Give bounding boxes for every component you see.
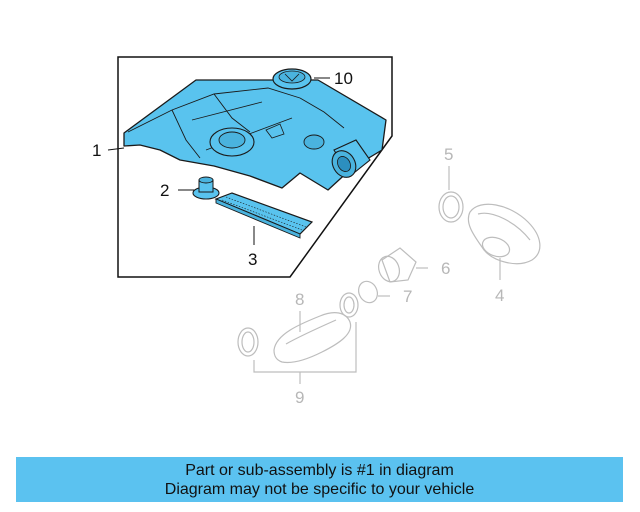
callout-2: 2 — [160, 181, 169, 200]
banner-line-2: Diagram may not be specific to your vehi… — [164, 481, 475, 498]
banner-line-1: Part or sub-assembly is #1 in diagram — [185, 462, 454, 479]
callout-3: 3 — [248, 250, 257, 269]
engine-cover[interactable] — [123, 79, 387, 191]
callout-1: 1 — [92, 141, 101, 160]
ghost-parts — [237, 166, 541, 384]
assembly-frame — [117, 56, 393, 278]
grommet[interactable] — [192, 176, 220, 200]
callout-10: 10 — [334, 69, 353, 88]
clamp-5 — [438, 191, 464, 223]
duct-9 — [273, 312, 352, 364]
callout-7: 7 — [403, 287, 412, 306]
filter-element[interactable] — [214, 192, 314, 239]
callout-4: 4 — [495, 286, 504, 305]
callout-9: 9 — [295, 388, 304, 407]
sensor-6 — [381, 247, 417, 283]
callout-5: 5 — [444, 145, 453, 164]
callout-6: 6 — [441, 259, 450, 278]
cover-cap[interactable] — [272, 68, 312, 90]
o-ring-7 — [358, 280, 378, 304]
callout-8: 8 — [295, 290, 304, 309]
intake-hose-4 — [467, 203, 541, 265]
info-banner: Part or sub-assembly is #1 in diagram Di… — [16, 457, 623, 502]
